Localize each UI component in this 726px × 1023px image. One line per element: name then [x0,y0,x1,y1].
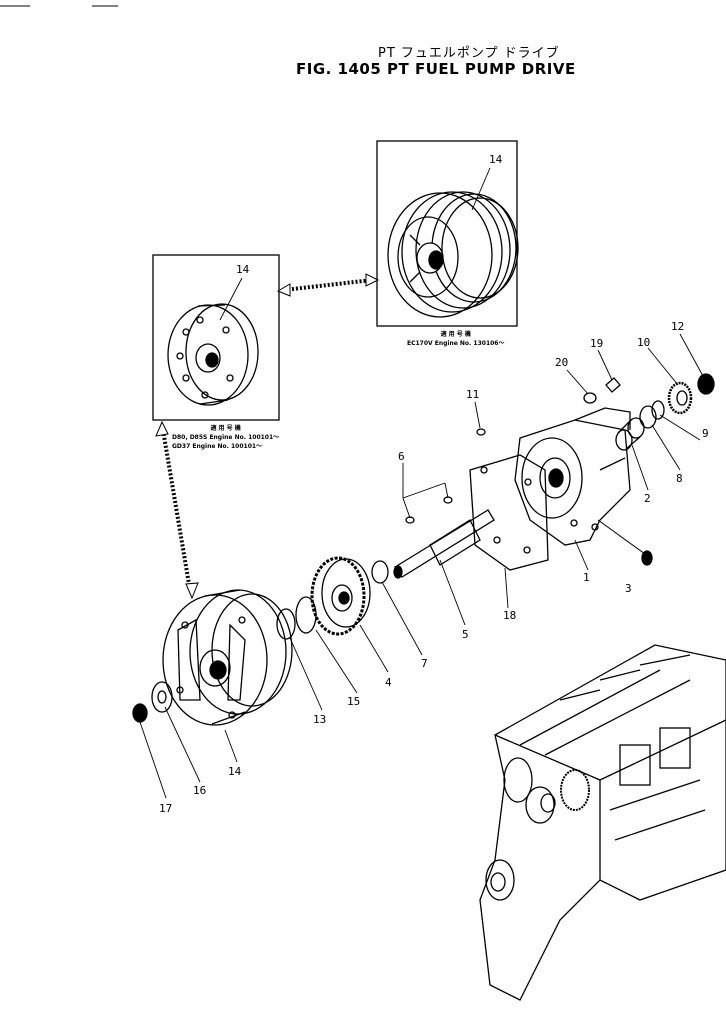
note-line: D80, D85S Engine No. 100101〜 [172,434,280,441]
note-applicable-d80: 適 用 号 機 D80, D85S Engine No. 100101〜 GD3… [172,424,279,451]
drive-shaft-5 [393,509,495,579]
figure-title-japanese: PT フュエルポンプ ドライブ [378,46,560,61]
bolt-19 [605,377,621,393]
callout-19: 19 [590,337,604,350]
callout-17: 17 [159,802,173,815]
washer-20 [583,392,597,404]
nut-12 [697,373,715,395]
note-applicable-ec170v: 適 用 号 機 EC170V Engine No. 130106〜 [407,330,504,348]
main-pulley [162,589,293,726]
washer-9 [651,400,665,420]
note-heading: 適 用 号 機 [210,425,241,432]
callout-16: 16 [193,784,207,797]
nut-and-washer [132,681,173,723]
callout-8: 8 [676,472,683,485]
note-heading: 適 用 号 機 [440,331,471,338]
leader-lines [139,167,704,799]
note-line: GD37 Engine No. 100101〜 [172,443,263,450]
callout-3: 3 [625,582,632,595]
bushing-2 [615,417,645,451]
engine-block-sketch [479,644,726,1001]
callout-15: 15 [347,695,361,708]
gasket-18 [469,454,549,571]
figure-title: FIG. 1405 PT FUEL PUMP DRIVE [296,60,576,78]
callout-14: 14 [228,765,242,778]
callout-14: 14 [489,153,503,166]
ring-8 [639,405,657,429]
callout-1: 1 [583,571,590,584]
callout-12: 12 [671,320,685,333]
ring-15 [295,596,317,634]
inset-flange-d80 [152,254,280,421]
ring-13 [276,608,296,640]
callout-7: 7 [421,657,428,670]
note-line: EC170V Engine No. 130106〜 [407,340,505,347]
callout-14: 14 [236,263,250,276]
callout-9: 9 [702,427,709,440]
bolt-3 [641,550,653,566]
drive-housing-1 [514,407,631,546]
callout-18: 18 [503,609,517,622]
callout-10: 10 [637,336,651,349]
small-gear-10 [667,381,693,415]
callout-6: 6 [398,450,405,463]
callout-11: 11 [466,388,480,401]
interchange-arrows [155,273,380,600]
callout-2: 2 [644,492,651,505]
inset-pulley-ec170v [376,140,519,327]
callout-5: 5 [462,628,469,641]
callout-4: 4 [385,676,392,689]
callout-20: 20 [555,356,569,369]
snap-ring-7 [371,560,389,584]
gear-4 [310,556,371,636]
callout-13: 13 [313,713,327,726]
